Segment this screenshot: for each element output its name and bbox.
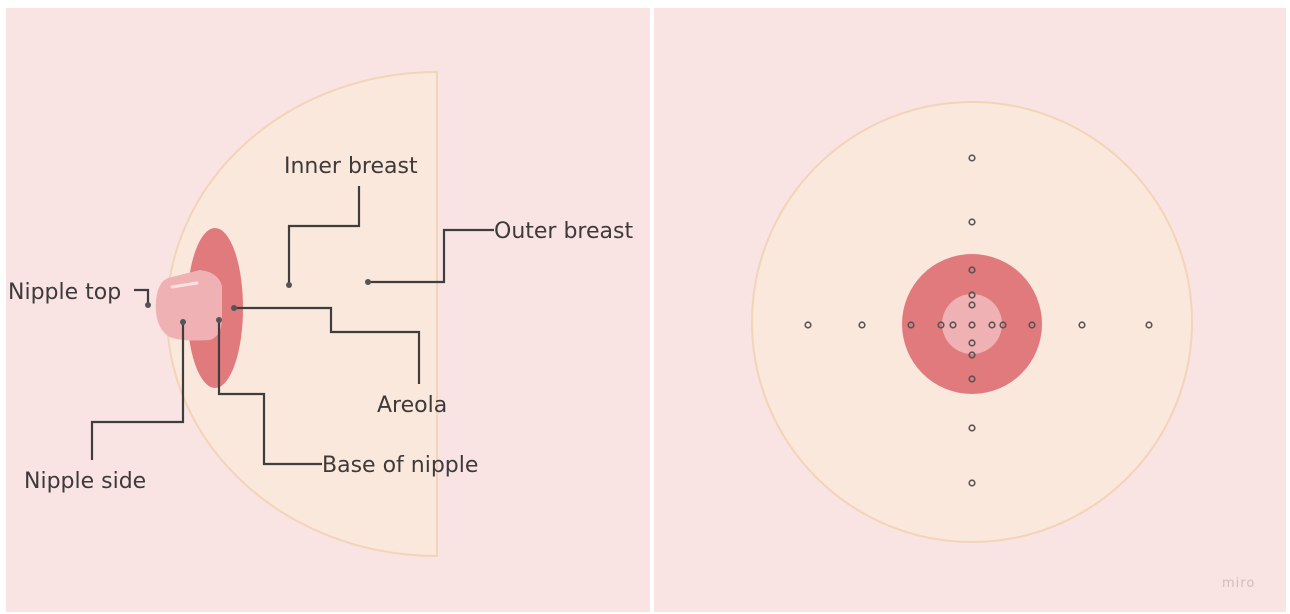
nipple-top-anchor — [145, 302, 151, 308]
front-view — [752, 102, 1192, 542]
base-of-nipple-anchor — [216, 317, 222, 323]
areola-anchor — [231, 305, 237, 311]
inner-breast-label: Inner breast — [284, 154, 418, 179]
miro-watermark: miro — [1222, 576, 1255, 591]
nipple-side-label: Nipple side — [24, 469, 146, 494]
nipple-side-shape — [156, 270, 222, 341]
nipple-side-anchor — [180, 319, 186, 325]
inner-breast-anchor — [286, 282, 292, 288]
nipple-top-label: Nipple top — [8, 280, 121, 305]
areola-label: Areola — [377, 393, 447, 418]
base-of-nipple-label: Base of nipple — [322, 453, 478, 478]
outer-breast-anchor — [365, 279, 371, 285]
outer-breast-label: Outer breast — [494, 219, 633, 244]
